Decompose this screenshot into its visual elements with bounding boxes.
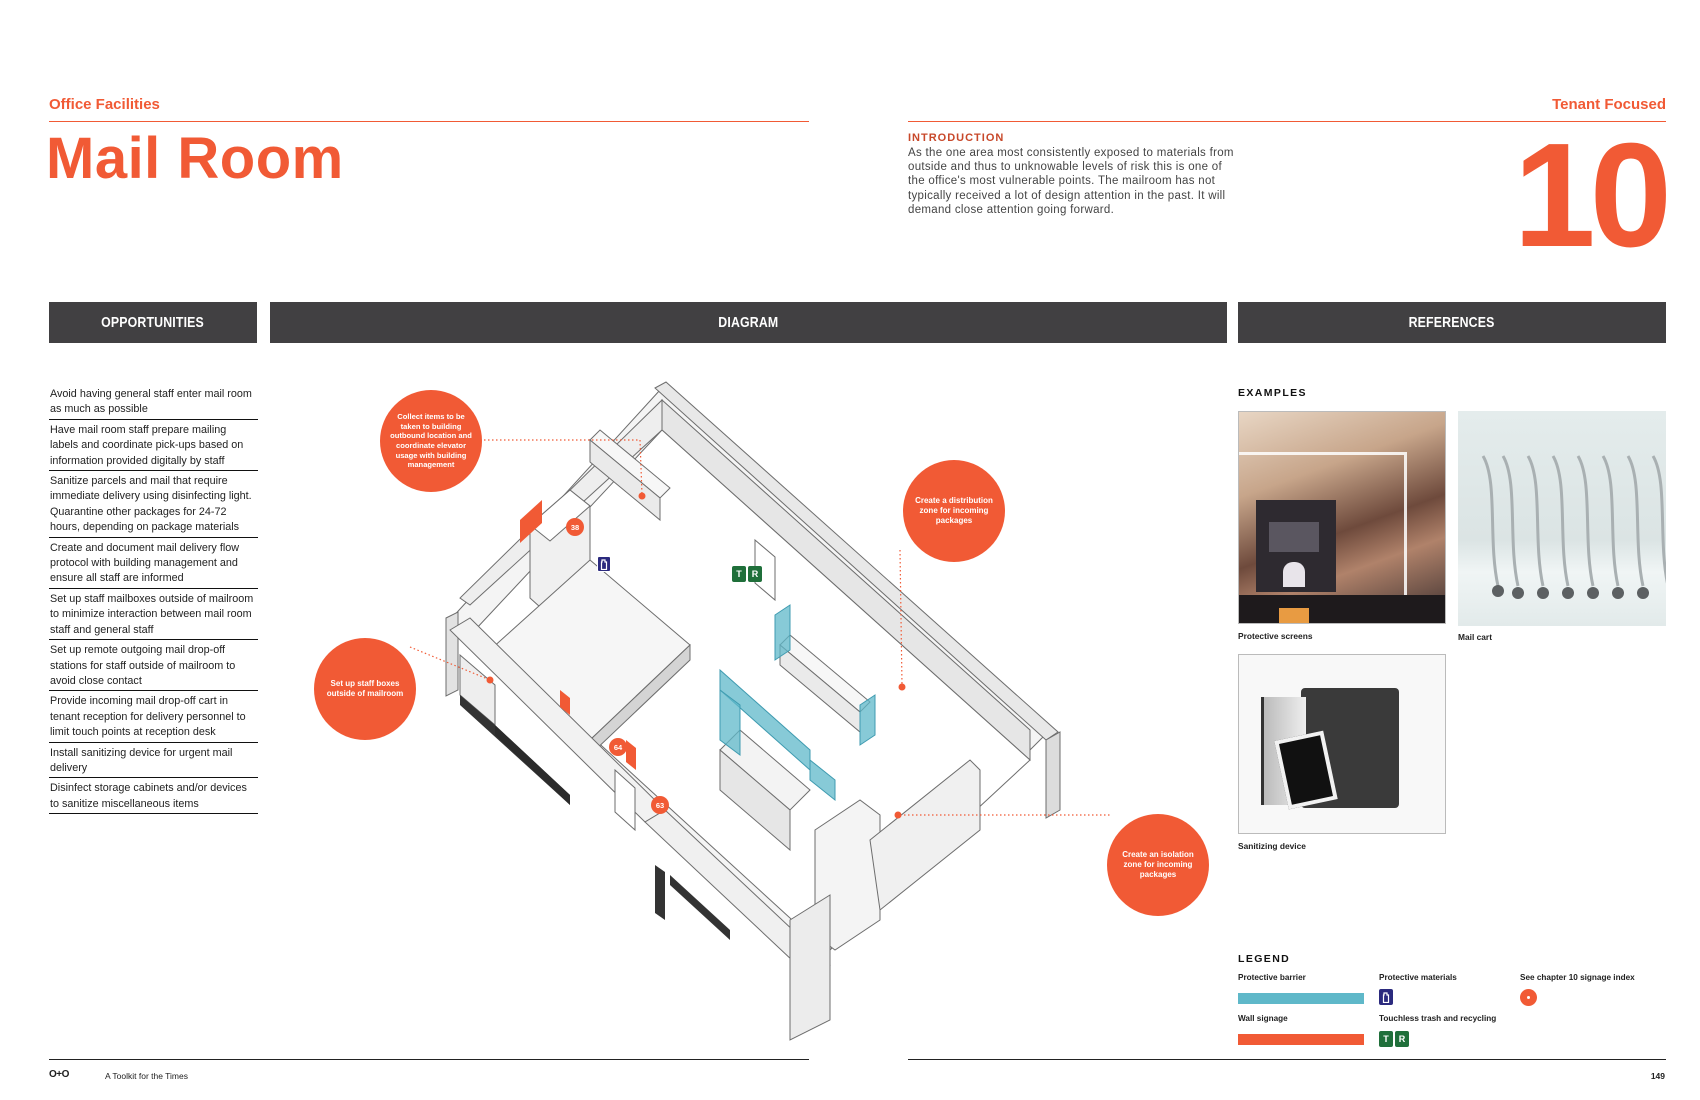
callout-staff-boxes: Set up staff boxes outside of mailroom <box>314 638 416 740</box>
page-number: 149 <box>1650 1071 1665 1081</box>
mail-cart-photo <box>1458 411 1666 626</box>
legend-sanitizer-bottle-icon <box>1379 989 1393 1005</box>
caption-mail-cart: Mail cart <box>1458 632 1492 642</box>
opportunities-header: OPPORTUNITIES <box>49 302 257 343</box>
caption-protective-screens: Protective screens <box>1238 631 1313 641</box>
chapter-number: 10 <box>1513 113 1672 278</box>
introduction-body: As the one area most consistently expose… <box>908 147 1234 216</box>
diagram-header-label: DIAGRAM <box>718 314 779 331</box>
callout-isolation-zone: Create an isolation zone for incoming pa… <box>1107 814 1209 916</box>
footer-rule-right <box>908 1059 1666 1061</box>
legend-label-touchless-trash: Touchless trash and recycling <box>1379 1014 1497 1023</box>
opportunity-item: Set up staff mailboxes outside of mailro… <box>49 589 258 641</box>
legend-label-protective-materials: Protective materials <box>1379 973 1457 982</box>
section-label: Office Facilities <box>49 96 160 113</box>
references-header-label: REFERENCES <box>1409 314 1495 331</box>
header-rule-left <box>49 121 809 122</box>
examples-heading: EXAMPLES <box>1238 387 1307 399</box>
legend-label-signage-index: See chapter 10 signage index <box>1520 973 1635 982</box>
caption-sanitizing-device: Sanitizing device <box>1238 841 1306 851</box>
callout-staff-boxes-text: Set up staff boxes outside of mailroom <box>326 678 404 698</box>
callout-isolation-text: Create an isolation zone for incoming pa… <box>1122 849 1194 880</box>
legend-label-wall-signage: Wall signage <box>1238 1014 1288 1023</box>
legend-trash-icon: T <box>1379 1031 1393 1047</box>
publication-title: A Toolkit for the Times <box>105 1071 188 1081</box>
introduction-heading: INTRODUCTION <box>908 132 1005 144</box>
opportunity-item: Sanitize parcels and mail that require i… <box>49 471 258 538</box>
signage-badge-64: 64 <box>609 738 627 756</box>
protective-screens-photo <box>1238 411 1446 624</box>
protective-barrier <box>774 604 791 661</box>
sanitizer-bottle-icon <box>597 556 611 572</box>
recycling-icon: R <box>748 566 762 582</box>
legend-recycling-icon: R <box>1395 1031 1409 1047</box>
opportunity-item: Have mail room staff prepare mailing lab… <box>49 420 258 472</box>
opportunities-header-label: OPPORTUNITIES <box>101 314 205 331</box>
publisher-logo: O+O <box>49 1069 69 1080</box>
opportunity-item: Avoid having general staff enter mail ro… <box>49 384 258 420</box>
legend-swatch-wall-signage <box>1238 1034 1364 1045</box>
signage-badge-38: 38 <box>566 518 584 536</box>
sanitizing-device-photo <box>1238 654 1446 834</box>
opportunity-item: Install sanitizing device for urgent mai… <box>49 743 258 779</box>
footer-rule-left <box>49 1059 809 1061</box>
legend-heading: LEGEND <box>1238 953 1291 965</box>
opportunity-item: Disinfect storage cabinets and/or device… <box>49 778 258 815</box>
opportunity-item: Create and document mail delivery flow p… <box>49 538 258 589</box>
diagram-header: DIAGRAM <box>270 302 1227 343</box>
signage-badge-63: 63 <box>651 796 669 814</box>
callout-distribution-text: Create a distribution zone for incoming … <box>915 495 993 526</box>
page-title: Mail Room <box>46 126 344 191</box>
legend-label-protective-barrier: Protective barrier <box>1238 973 1306 982</box>
header-rule-right <box>908 121 1666 122</box>
legend-signage-index-icon <box>1520 989 1537 1006</box>
opportunities-list: Avoid having general staff enter mail ro… <box>49 384 258 815</box>
legend-swatch-protective-barrier <box>1238 993 1364 1004</box>
callout-distribution-zone: Create a distribution zone for incoming … <box>903 460 1005 562</box>
isometric-floor-plan <box>409 381 1110 1041</box>
opportunity-item: Set up remote outgoing mail drop-off sta… <box>49 640 258 692</box>
diagram-area: Collect items to be taken to building ou… <box>270 360 1227 1050</box>
references-header: REFERENCES <box>1238 302 1666 343</box>
callout-outbound-text: Collect items to be taken to building ou… <box>390 412 472 470</box>
trash-icon: T <box>732 566 746 582</box>
callout-outbound: Collect items to be taken to building ou… <box>380 390 482 492</box>
introduction: INTRODUCTION As the one area most consis… <box>908 132 1238 217</box>
category-label: Tenant Focused <box>1552 96 1666 113</box>
opportunity-item: Provide incoming mail drop-off cart in t… <box>49 691 258 743</box>
